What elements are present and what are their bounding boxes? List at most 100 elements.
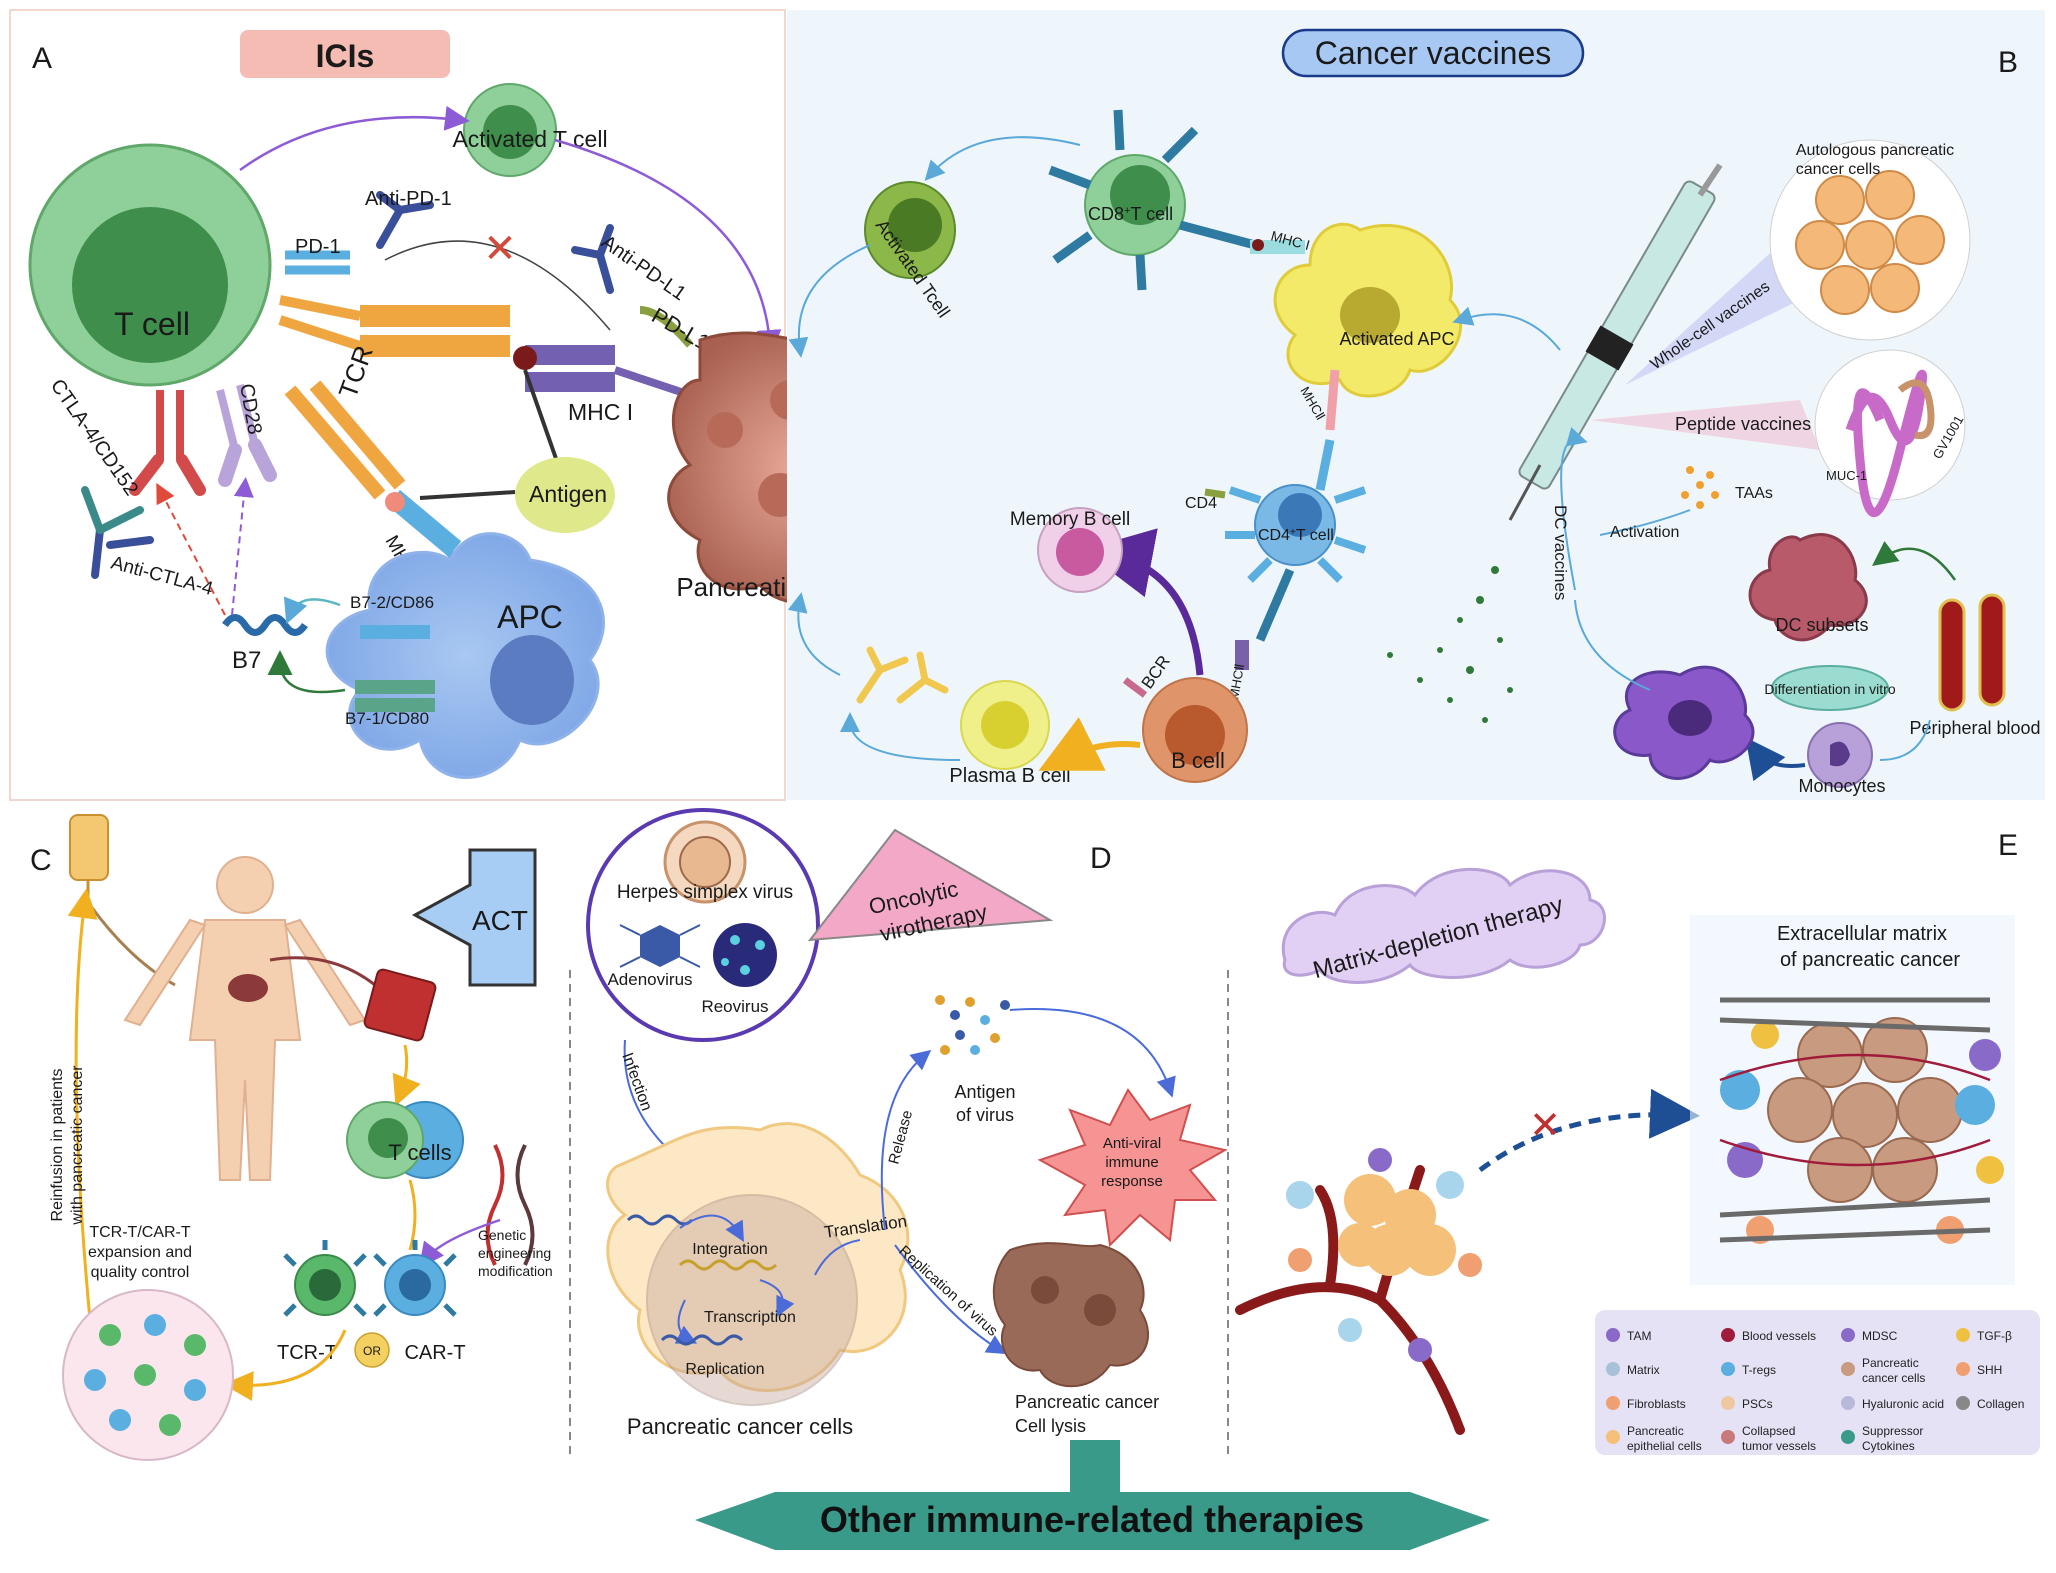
replication-virus-arrow	[894, 1244, 1007, 1355]
replication-label: Replication	[685, 1361, 764, 1378]
blocked-cross-icon: ✕	[483, 227, 517, 271]
legend-icon-6	[1721, 1396, 1735, 1410]
dc-vaccines-label: DC vaccines	[1551, 505, 1570, 600]
legend-label-12: TGF-β	[1977, 1329, 2012, 1343]
b71-receptor-1	[355, 680, 435, 694]
mhc1-stalk	[613, 366, 692, 399]
b71-arrow	[267, 650, 346, 694]
tcr-bar-1	[360, 305, 510, 327]
transcription-arrow	[759, 1279, 795, 1318]
legend-label-4: Blood vessels	[1742, 1329, 1816, 1343]
dna-strand-1	[485, 1144, 505, 1266]
cd4-nucleus	[1278, 493, 1322, 537]
anti-ctla4-antibody	[81, 486, 154, 579]
oncolytic-triangle	[807, 828, 1054, 942]
muc1-label: MUC-1	[1826, 468, 1867, 483]
tcr-t-receptors	[283, 1240, 367, 1317]
replication-virus-label: Replication of virus	[895, 1242, 1001, 1339]
dc-return-line	[1574, 599, 1651, 691]
infection-label: Infection	[618, 1051, 655, 1114]
ecm-label-2: of pancreatic cancer	[1780, 949, 1960, 971]
panel-d-letter: D	[1090, 842, 1112, 875]
tcr-bar-2	[360, 335, 510, 357]
autologous-label-2: cancer cells	[1796, 161, 1880, 178]
panel-c-letter: C	[30, 844, 52, 877]
cd4-receptors	[1225, 486, 1367, 583]
transcription-label: Transcription	[704, 1309, 796, 1326]
translation-line	[814, 1239, 861, 1276]
antigen-peptide-mhc1	[513, 346, 537, 370]
matrix-depletion-cloud	[1281, 867, 1606, 984]
legend-label-7: Collapsed	[1742, 1424, 1795, 1438]
blood-to-dc-arrow	[1871, 541, 1957, 581]
b-to-plasma-arrow	[1038, 717, 1141, 771]
legend-icon-1	[1606, 1362, 1620, 1376]
antigen-virus-label-1: Antigen	[954, 1082, 1015, 1102]
tcr-stalk	[278, 295, 362, 351]
antibody-to-tumor-arrow	[787, 592, 841, 676]
release-arrow	[880, 1049, 932, 1231]
cd28-head	[218, 438, 277, 487]
banner-arrow	[695, 1492, 1490, 1550]
bcr-receptor	[1122, 677, 1148, 698]
viral-dna	[626, 1214, 694, 1226]
panel-d: D Herpes simplex virus Adenovirus Reovir…	[586, 808, 1228, 1439]
anti-pd1-antibody	[376, 191, 434, 249]
ici-title: ICIs	[316, 38, 375, 74]
ctla4-head	[129, 454, 206, 496]
t-cells-label: T cells	[388, 1140, 451, 1165]
b-cell-nucleus	[1165, 705, 1225, 765]
pdl1-ligand	[639, 306, 694, 348]
pancreatic-label-d: Pancreatic cancer cells	[627, 1414, 853, 1439]
legend-icon-3	[1606, 1430, 1620, 1444]
lysed-fragment-2	[1084, 1294, 1116, 1326]
panel-b-letter: B	[1998, 46, 2018, 79]
activation-arrow	[239, 105, 470, 172]
blood-to-monocyte-line	[1879, 719, 1931, 761]
b71-label: B7-1/CD80	[345, 709, 429, 728]
activated-tcell-b-nucleus	[888, 198, 942, 252]
lysis-label-1: Pancreatic cancer	[1015, 1392, 1159, 1412]
b71-receptor-2	[355, 698, 435, 712]
mhc1-bar-2	[525, 372, 615, 392]
act-label: ACT	[472, 905, 528, 936]
tumor-site	[228, 974, 268, 1002]
cd8-to-activated-arrow	[924, 136, 1081, 181]
peptide-beam	[1590, 400, 1820, 450]
panel-a-letter: A	[32, 42, 52, 75]
antiviral-label-2: immune	[1105, 1154, 1158, 1171]
memory-b-nucleus	[1056, 528, 1104, 576]
legend-label-1: Matrix	[1627, 1363, 1660, 1377]
panel-e: E Matrix-depletion therapy ✕ Extracellul…	[1235, 829, 2040, 1455]
patient-body	[123, 856, 367, 1181]
car-to-culture-arrow	[223, 1329, 347, 1402]
viral-antigen-particles	[935, 995, 1010, 1055]
footer-banner: Other immune-related therapies	[695, 1440, 1490, 1550]
legend-icon-7	[1721, 1430, 1735, 1444]
t-cell-label: T cell	[114, 306, 190, 342]
blood-bag	[363, 968, 437, 1042]
culture-cells	[84, 1314, 206, 1436]
reinfusion-label-2: with pancreatic cancer	[69, 1065, 86, 1226]
antigen-peptide-mhc2	[385, 492, 405, 512]
cd4-label: CD4	[1185, 495, 1217, 512]
depletion-cross-icon: ✕	[1529, 1105, 1561, 1147]
normal-tissue-cells	[1286, 1148, 1482, 1362]
cd4-label-suffix: T cell	[1296, 527, 1334, 544]
replicated-dna	[660, 1334, 744, 1346]
cd28-receptor	[216, 384, 259, 451]
t-cell-nucleus	[72, 207, 228, 363]
cd8-nucleus	[1110, 165, 1170, 225]
antibodies-cluster	[856, 646, 949, 704]
legend-icon-9	[1841, 1362, 1855, 1376]
activation-line	[1599, 509, 1691, 536]
mhc2-bar	[387, 490, 462, 557]
herpes-label: Herpes simplex virus	[617, 882, 793, 903]
apc-nucleus	[490, 635, 574, 725]
tcr-t-nucleus	[309, 1269, 341, 1301]
legend-icon-11	[1841, 1430, 1855, 1444]
cd4-label-prefix: CD4	[1258, 527, 1290, 544]
dc-subsets-cell	[1748, 533, 1868, 642]
